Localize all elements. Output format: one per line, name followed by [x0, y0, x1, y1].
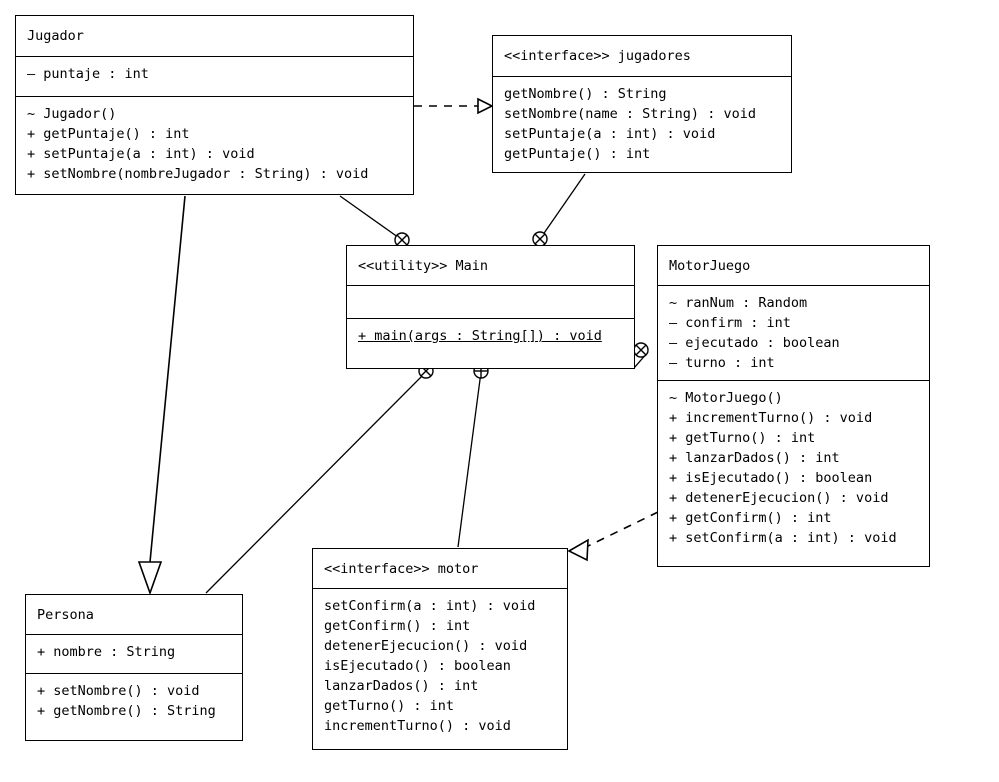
operations-compartment-jugador: ~ Jugador() + getPuntaje() : int + setPu…	[16, 96, 413, 191]
operation-row: detenerEjecucion() : void	[324, 638, 528, 654]
attribute-row: – confirm : int	[669, 315, 791, 331]
class-header-jugadores: <<interface>> jugadores	[493, 36, 791, 76]
marker-circle-x-jugadores-main	[532, 231, 548, 247]
connector-main-assoc-motor	[457, 363, 489, 548]
class-header-persona: Persona	[26, 595, 242, 634]
operation-row: + setNombre() : void	[37, 683, 200, 699]
uml-class-motorjuego[interactable]: MotorJuego ~ ranNum : Random – confirm :…	[657, 245, 930, 567]
operation-row: getTurno() : int	[324, 698, 455, 714]
class-header-jugador: Jugador	[16, 16, 413, 56]
attributes-compartment-motorjuego: ~ ranNum : Random – confirm : int – ejec…	[658, 285, 929, 380]
class-name-jugadores: <<interface>> jugadores	[504, 48, 691, 64]
attribute-row: – puntaje : int	[27, 66, 149, 82]
connector-jugador-generalizes-persona	[137, 195, 186, 596]
operations-compartment-main: + main(args : String[]) : void	[347, 318, 634, 353]
class-name-motor: <<interface>> motor	[324, 560, 479, 577]
uml-interface-jugadores[interactable]: <<interface>> jugadores getNombre() : St…	[492, 35, 792, 173]
class-name-motorjuego: MotorJuego	[669, 257, 751, 274]
operations-compartment-motorjuego: ~ MotorJuego() + incrementTurno() : void…	[658, 380, 929, 555]
class-name-jugador: Jugador	[27, 28, 84, 44]
operation-row: isEjecutado() : boolean	[324, 658, 511, 674]
operation-row: setPuntaje(a : int) : void	[504, 126, 716, 142]
attributes-compartment-jugador: – puntaje : int	[16, 56, 413, 96]
operations-compartment-motor: setConfirm(a : int) : void getConfirm() …	[313, 588, 567, 743]
class-name-main: <<utility>> Main	[358, 257, 489, 274]
operation-row: + setNombre(nombreJugador : String) : vo…	[27, 166, 369, 182]
uml-class-persona[interactable]: Persona + nombre : String + setNombre() …	[25, 594, 243, 741]
operation-row: incrementTurno() : void	[324, 718, 511, 734]
uml-class-jugador[interactable]: Jugador – puntaje : int ~ Jugador() + ge…	[15, 15, 414, 195]
operation-row: + getTurno() : int	[669, 430, 816, 446]
class-name-persona: Persona	[37, 606, 94, 623]
marker-circle-x-main-motorjuego	[633, 342, 649, 358]
operation-row: setConfirm(a : int) : void	[324, 598, 536, 614]
uml-class-main[interactable]: <<utility>> Main + main(args : String[])…	[346, 245, 635, 369]
connector-main-assoc-motorjuego	[633, 342, 649, 369]
operation-row: getConfirm() : int	[324, 618, 471, 634]
operations-compartment-jugadores: getNombre() : String setNombre(name : St…	[493, 76, 791, 171]
attributes-compartment-persona: + nombre : String	[26, 634, 242, 673]
operation-row: + detenerEjecucion() : void	[669, 490, 889, 506]
operation-row: + isEjecutado() : boolean	[669, 470, 873, 486]
attributes-compartment-main	[347, 285, 634, 318]
connector-jugador-assoc-main	[339, 195, 410, 248]
connector-jugador-realizes-jugadores	[414, 97, 494, 115]
operations-compartment-persona: + setNombre() : void + getNombre() : Str…	[26, 673, 242, 728]
operation-row: + setConfirm(a : int) : void	[669, 530, 897, 546]
operation-row-static: + main(args : String[]) : void	[358, 328, 602, 344]
operation-row: + setPuntaje(a : int) : void	[27, 146, 255, 162]
attribute-row: – ejecutado : boolean	[669, 335, 840, 351]
operation-row: + getConfirm() : int	[669, 510, 832, 526]
operation-row: ~ MotorJuego()	[669, 390, 783, 406]
class-header-motorjuego: MotorJuego	[658, 246, 929, 285]
class-header-main: <<utility>> Main	[347, 246, 634, 285]
operation-row: setNombre(name : String) : void	[504, 106, 756, 122]
operation-row: + lanzarDados() : int	[669, 450, 840, 466]
operation-row: lanzarDados() : int	[324, 678, 479, 694]
class-header-motor: <<interface>> motor	[313, 549, 567, 588]
attribute-row: – turno : int	[669, 355, 775, 371]
attribute-row: + nombre : String	[37, 644, 176, 660]
operation-row: + getPuntaje() : int	[27, 126, 190, 142]
operation-row: ~ Jugador()	[27, 106, 117, 122]
attribute-row: ~ ranNum : Random	[669, 295, 808, 311]
connector-jugadores-assoc-main	[532, 173, 586, 247]
uml-interface-motor[interactable]: <<interface>> motor setConfirm(a : int) …	[312, 548, 568, 750]
operation-row: getNombre() : String	[504, 86, 667, 102]
operation-row: getPuntaje() : int	[504, 146, 651, 162]
operation-row: + getNombre() : String	[37, 703, 216, 719]
connector-motorjuego-realizes-motor	[567, 511, 659, 562]
operation-row: + incrementTurno() : void	[669, 410, 873, 426]
